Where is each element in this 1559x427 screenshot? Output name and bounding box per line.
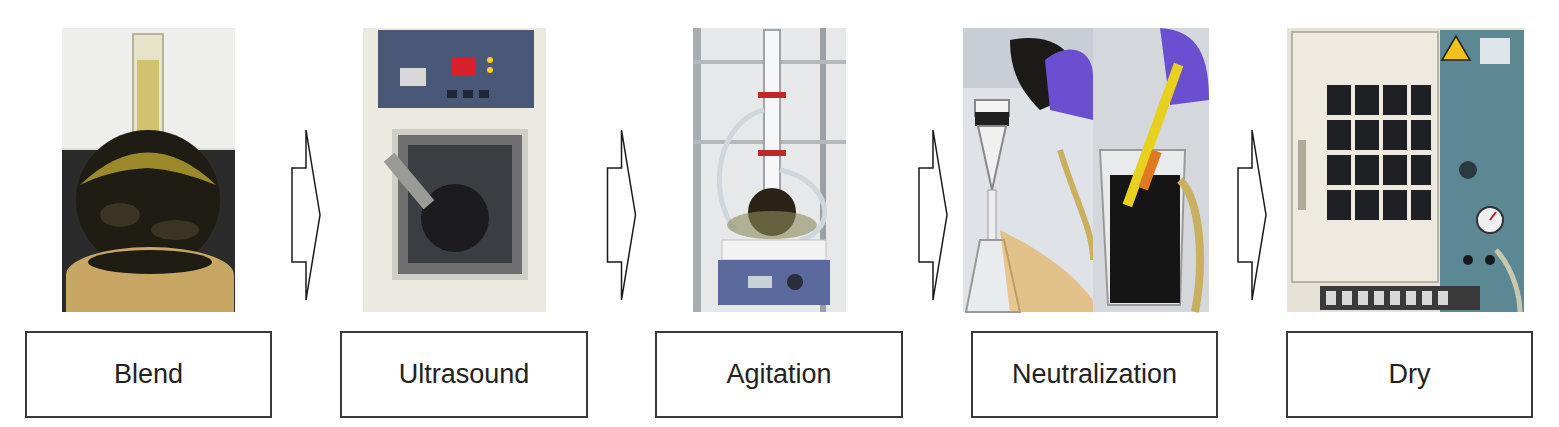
neutralization-photo — [963, 28, 1209, 312]
step-label: Blend — [114, 359, 183, 390]
hollow-arrow — [1238, 130, 1266, 300]
hollow-arrow — [919, 130, 947, 300]
step-label: Dry — [1389, 359, 1431, 390]
process-stage: Agitation — [655, 28, 903, 418]
flow-arrow — [292, 130, 320, 300]
ultrasound-photo — [363, 28, 546, 312]
process-stage: Neutralization — [963, 28, 1218, 418]
process-stage: Dry — [1286, 28, 1533, 418]
step-label-box: Neutralization — [971, 331, 1218, 418]
flow-arrow — [1238, 130, 1266, 300]
step-label: Agitation — [726, 359, 831, 390]
blend-photo — [62, 28, 235, 312]
flow-arrow — [919, 130, 947, 300]
step-label: Neutralization — [1012, 359, 1177, 390]
process-stage: Blend — [25, 28, 272, 418]
hollow-arrow — [608, 130, 636, 300]
process-stage: Ultrasound — [340, 28, 588, 418]
dry-photo — [1287, 28, 1524, 312]
step-label-box: Ultrasound — [340, 331, 588, 418]
flow-arrow — [608, 130, 636, 300]
hollow-arrow — [292, 130, 320, 300]
step-label-box: Dry — [1286, 331, 1533, 418]
step-label-box: Agitation — [655, 331, 903, 418]
agitation-photo — [693, 28, 846, 312]
step-label-box: Blend — [25, 331, 272, 418]
step-label: Ultrasound — [399, 359, 530, 390]
